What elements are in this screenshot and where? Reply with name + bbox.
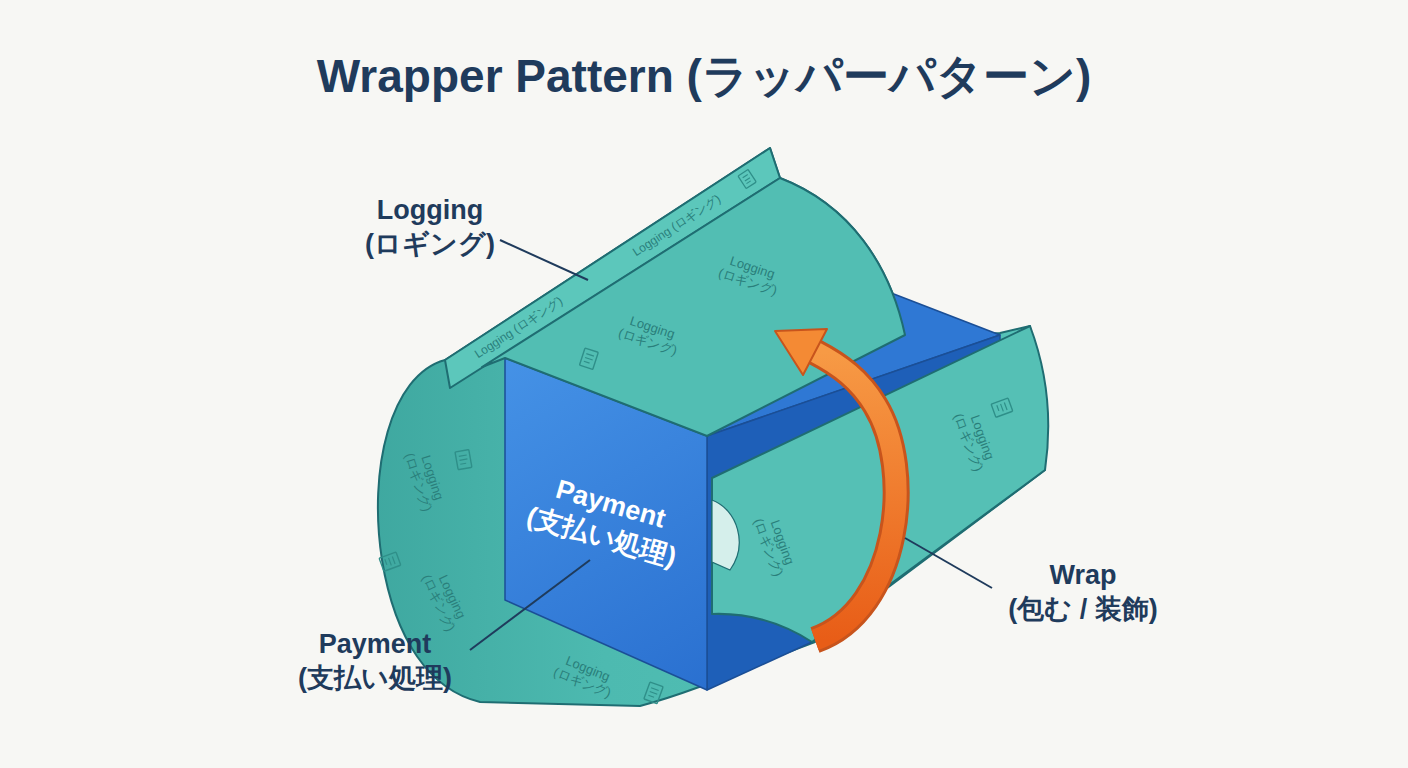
watermark-text: Logging (ロギング) [461, 287, 577, 369]
wrap-arrow-head [775, 329, 827, 375]
band-side-strip [712, 326, 1048, 642]
log-icon [991, 398, 1013, 417]
callout-label: Wrap (包む / 装飾) [993, 559, 1173, 627]
band-fold [712, 500, 739, 570]
band-cover [482, 178, 905, 436]
leader-line [470, 560, 590, 650]
watermark-text: Logging (ロギング) [400, 441, 450, 518]
log-icon [579, 348, 598, 369]
box-label: Payment (支払い処理) [510, 464, 702, 578]
callout-label: Payment (支払い処理) [275, 628, 475, 696]
wrap-spacer [1147, 559, 1173, 577]
callout-text: Wrap (包む / 装飾) [1008, 560, 1158, 624]
log-icon [455, 450, 472, 470]
logging-wrapper-band: Logging (ロギング)Logging (ロギング)Logging (ロギン… [360, 140, 1080, 730]
leader-line [905, 538, 992, 588]
watermark-text: Logging (ロギング) [619, 185, 735, 267]
leader-line [500, 240, 588, 280]
wrap-spacer [993, 559, 1019, 577]
watermark-text: Logging (ロギング) [417, 561, 474, 639]
diagram-title: Wrapper Pattern (ラッパーパターン) [0, 50, 1408, 103]
box-top-face [505, 257, 1000, 436]
log-icon [738, 169, 756, 188]
watermark-text: Logging (ロギング) [546, 649, 624, 703]
watermark-text: Logging (ロギング) [949, 401, 1001, 479]
payment-box: Payment (支払い処理) [500, 250, 1060, 710]
log-icon [379, 552, 401, 571]
watermark-text: Logging (ロギング) [611, 310, 688, 360]
box-side-face [707, 335, 1000, 690]
log-icon [644, 682, 663, 704]
watermark-text: Logging (ロギング) [711, 250, 788, 300]
callout-label: Logging (ロギング) [345, 194, 515, 262]
box-front-face [505, 358, 707, 690]
callout-text: Payment (支払い処理) [298, 629, 452, 693]
watermark-text: Logging (ロギング) [749, 506, 801, 584]
wrap-arrow-outline [815, 352, 896, 640]
wrap-arrow [815, 352, 896, 640]
band-top-strip [445, 148, 780, 388]
callout-text: Logging (ロギング) [365, 195, 495, 259]
